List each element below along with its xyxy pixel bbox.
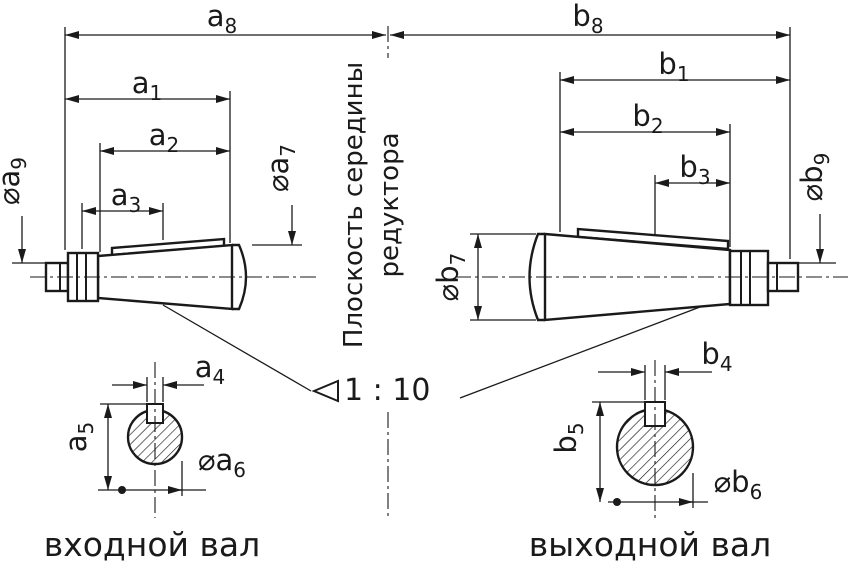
dim-b3: b3 (654, 150, 730, 236)
dim-b9: ⌀b9 (795, 153, 836, 264)
dim-a5: a5 (59, 403, 146, 490)
dim-label-a2: a2 (149, 118, 180, 157)
dim-label-a6: ⌀a6 (198, 443, 246, 482)
dim-label-a3: a3 (111, 178, 142, 217)
dim-label-a7: ⌀a7 (261, 144, 300, 192)
input-shaft-caption: входной вал (44, 525, 260, 564)
dim-a7: ⌀a7 (252, 144, 302, 246)
dim-a6: ⌀a6 (98, 443, 246, 496)
dim-a2: a2 (99, 118, 230, 252)
taper-symbol (311, 379, 339, 403)
taper-annotation: 1 : 10 (162, 304, 701, 408)
taper-ratio-label: 1 : 10 (344, 373, 430, 408)
output-shaft-section: b4 b5 ⌀b6 (549, 337, 762, 520)
dim-label-b3: b3 (679, 150, 710, 189)
dim-label-b6: ⌀b6 (714, 465, 763, 504)
dim-label-b9: ⌀b9 (795, 153, 834, 202)
center-plane: Плоскость середины редуктора (339, 26, 405, 518)
dim-b4: b4 (598, 337, 733, 400)
dim-b5: b5 (549, 401, 644, 502)
center-plane-label-line2: редуктора (375, 132, 405, 277)
dim-a9: ⌀a9 (0, 157, 46, 264)
dim-b6: ⌀b6 (608, 465, 762, 508)
dim-label-a8: a8 (207, 0, 238, 38)
dim-a4: a4 (112, 350, 225, 402)
dim-b7: ⌀b7 (431, 233, 536, 321)
input-shaft-section: a4 a5 ⌀a6 (59, 350, 246, 518)
dim-label-b4: b4 (701, 337, 732, 376)
input-shaft-end-dome (232, 243, 248, 311)
dim-b1: b1 (559, 47, 790, 232)
dimension-origin-dot (613, 498, 621, 506)
dim-label-a9: ⌀a9 (0, 157, 31, 205)
output-shaft-caption: выходной вал (529, 525, 772, 564)
dim-label-b1: b1 (658, 47, 689, 86)
dim-a8: a8 (64, 0, 386, 250)
dim-label-b2: b2 (632, 99, 663, 138)
dim-label-a4: a4 (195, 350, 226, 389)
dim-label-a5: a5 (59, 422, 98, 453)
dim-b2: b2 (560, 99, 731, 247)
dim-a1: a1 (65, 66, 231, 243)
dim-label-b8: b8 (572, 0, 603, 38)
dim-label-a1: a1 (132, 66, 163, 105)
input-shaft-side-view (30, 237, 320, 311)
center-plane-label-line1: Плоскость середины (339, 62, 369, 348)
dim-b8: b8 (390, 0, 791, 259)
output-shaft-side-view (455, 227, 848, 322)
dim-a3: a3 (81, 178, 164, 249)
dim-label-b5: b5 (549, 422, 588, 453)
dimension-origin-dot (118, 486, 126, 494)
dim-label-b7: ⌀b7 (431, 253, 470, 302)
